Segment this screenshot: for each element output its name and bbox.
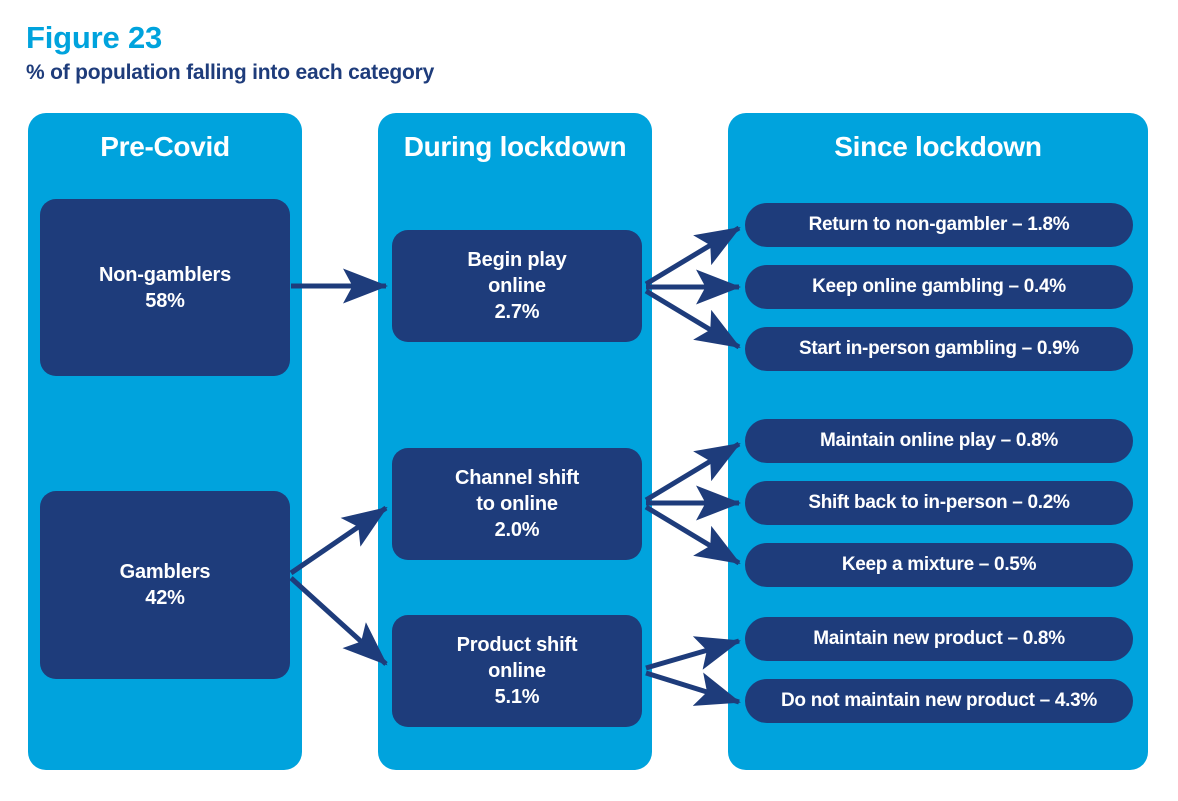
arrow-product-shift-to-maintain-new bbox=[645, 636, 741, 671]
outcome-return-to-non-gambler[interactable]: Return to non-gambler – 1.8% bbox=[745, 203, 1133, 247]
node-non-gamblers-label: Non-gamblers bbox=[98, 263, 232, 286]
arrow-gamblers-to-channel-shift bbox=[289, 505, 388, 576]
node-gamblers[interactable]: Gamblers 42% bbox=[40, 491, 290, 679]
node-channel-shift-value: 2.0% bbox=[494, 519, 540, 541]
node-begin-play-online[interactable]: Begin play online 2.7% bbox=[392, 230, 642, 342]
node-begin-play-online-value: 2.7% bbox=[494, 301, 540, 323]
node-product-shift-line2: online bbox=[488, 660, 546, 682]
panel-title-pre-covid: Pre-Covid bbox=[100, 131, 230, 162]
node-channel-shift-to-online[interactable]: Channel shift to online 2.0% bbox=[392, 448, 642, 560]
panel-title-since-lockdown: Since lockdown bbox=[834, 131, 1042, 162]
outcome-maintain-online-play[interactable]: Maintain online play – 0.8% bbox=[745, 419, 1133, 463]
node-non-gamblers[interactable]: Non-gamblers 58% bbox=[40, 199, 290, 376]
arrow-channel-shift-to-keep-mixture bbox=[644, 504, 741, 566]
outcome-shift-back-to-in-person[interactable]: Shift back to in-person – 0.2% bbox=[745, 481, 1133, 525]
node-product-shift-line1: Product shift bbox=[456, 634, 578, 656]
arrow-gamblers-to-product-shift bbox=[289, 576, 388, 666]
outcome-maintain-new-product[interactable]: Maintain new product – 0.8% bbox=[745, 617, 1133, 661]
page-title: Figure 23 bbox=[26, 20, 163, 55]
node-begin-play-online-line2: online bbox=[488, 275, 546, 297]
node-non-gamblers-value: 58% bbox=[145, 289, 185, 312]
node-gamblers-value: 42% bbox=[145, 587, 185, 609]
panel-title-during-lockdown: During lockdown bbox=[403, 131, 627, 162]
node-channel-shift-line2: to online bbox=[476, 493, 558, 515]
arrow-product-shift-to-do-not-maintain bbox=[645, 670, 741, 706]
outcome-start-in-person-gambling[interactable]: Start in-person gambling – 0.9% bbox=[745, 327, 1133, 371]
outcome-keep-a-mixture[interactable]: Keep a mixture – 0.5% bbox=[745, 543, 1133, 587]
arrow-channel-shift-to-maintain-online bbox=[644, 441, 741, 503]
node-gamblers-label: Gamblers bbox=[119, 561, 211, 583]
outcome-keep-online-gambling[interactable]: Keep online gambling – 0.4% bbox=[745, 265, 1133, 309]
node-product-shift-online[interactable]: Product shift online 5.1% bbox=[392, 615, 642, 727]
outcome-do-not-maintain-new-product[interactable]: Do not maintain new product – 4.3% bbox=[745, 679, 1133, 723]
node-product-shift-value: 5.1% bbox=[494, 686, 540, 708]
node-begin-play-online-line1: Begin play bbox=[467, 249, 567, 271]
page-subtitle: % of population falling into each catego… bbox=[26, 61, 435, 84]
arrow-begin-play-to-return-non-gambler bbox=[644, 225, 741, 287]
node-channel-shift-line1: Channel shift bbox=[454, 467, 580, 489]
arrow-begin-play-to-start-in-person bbox=[644, 288, 741, 350]
